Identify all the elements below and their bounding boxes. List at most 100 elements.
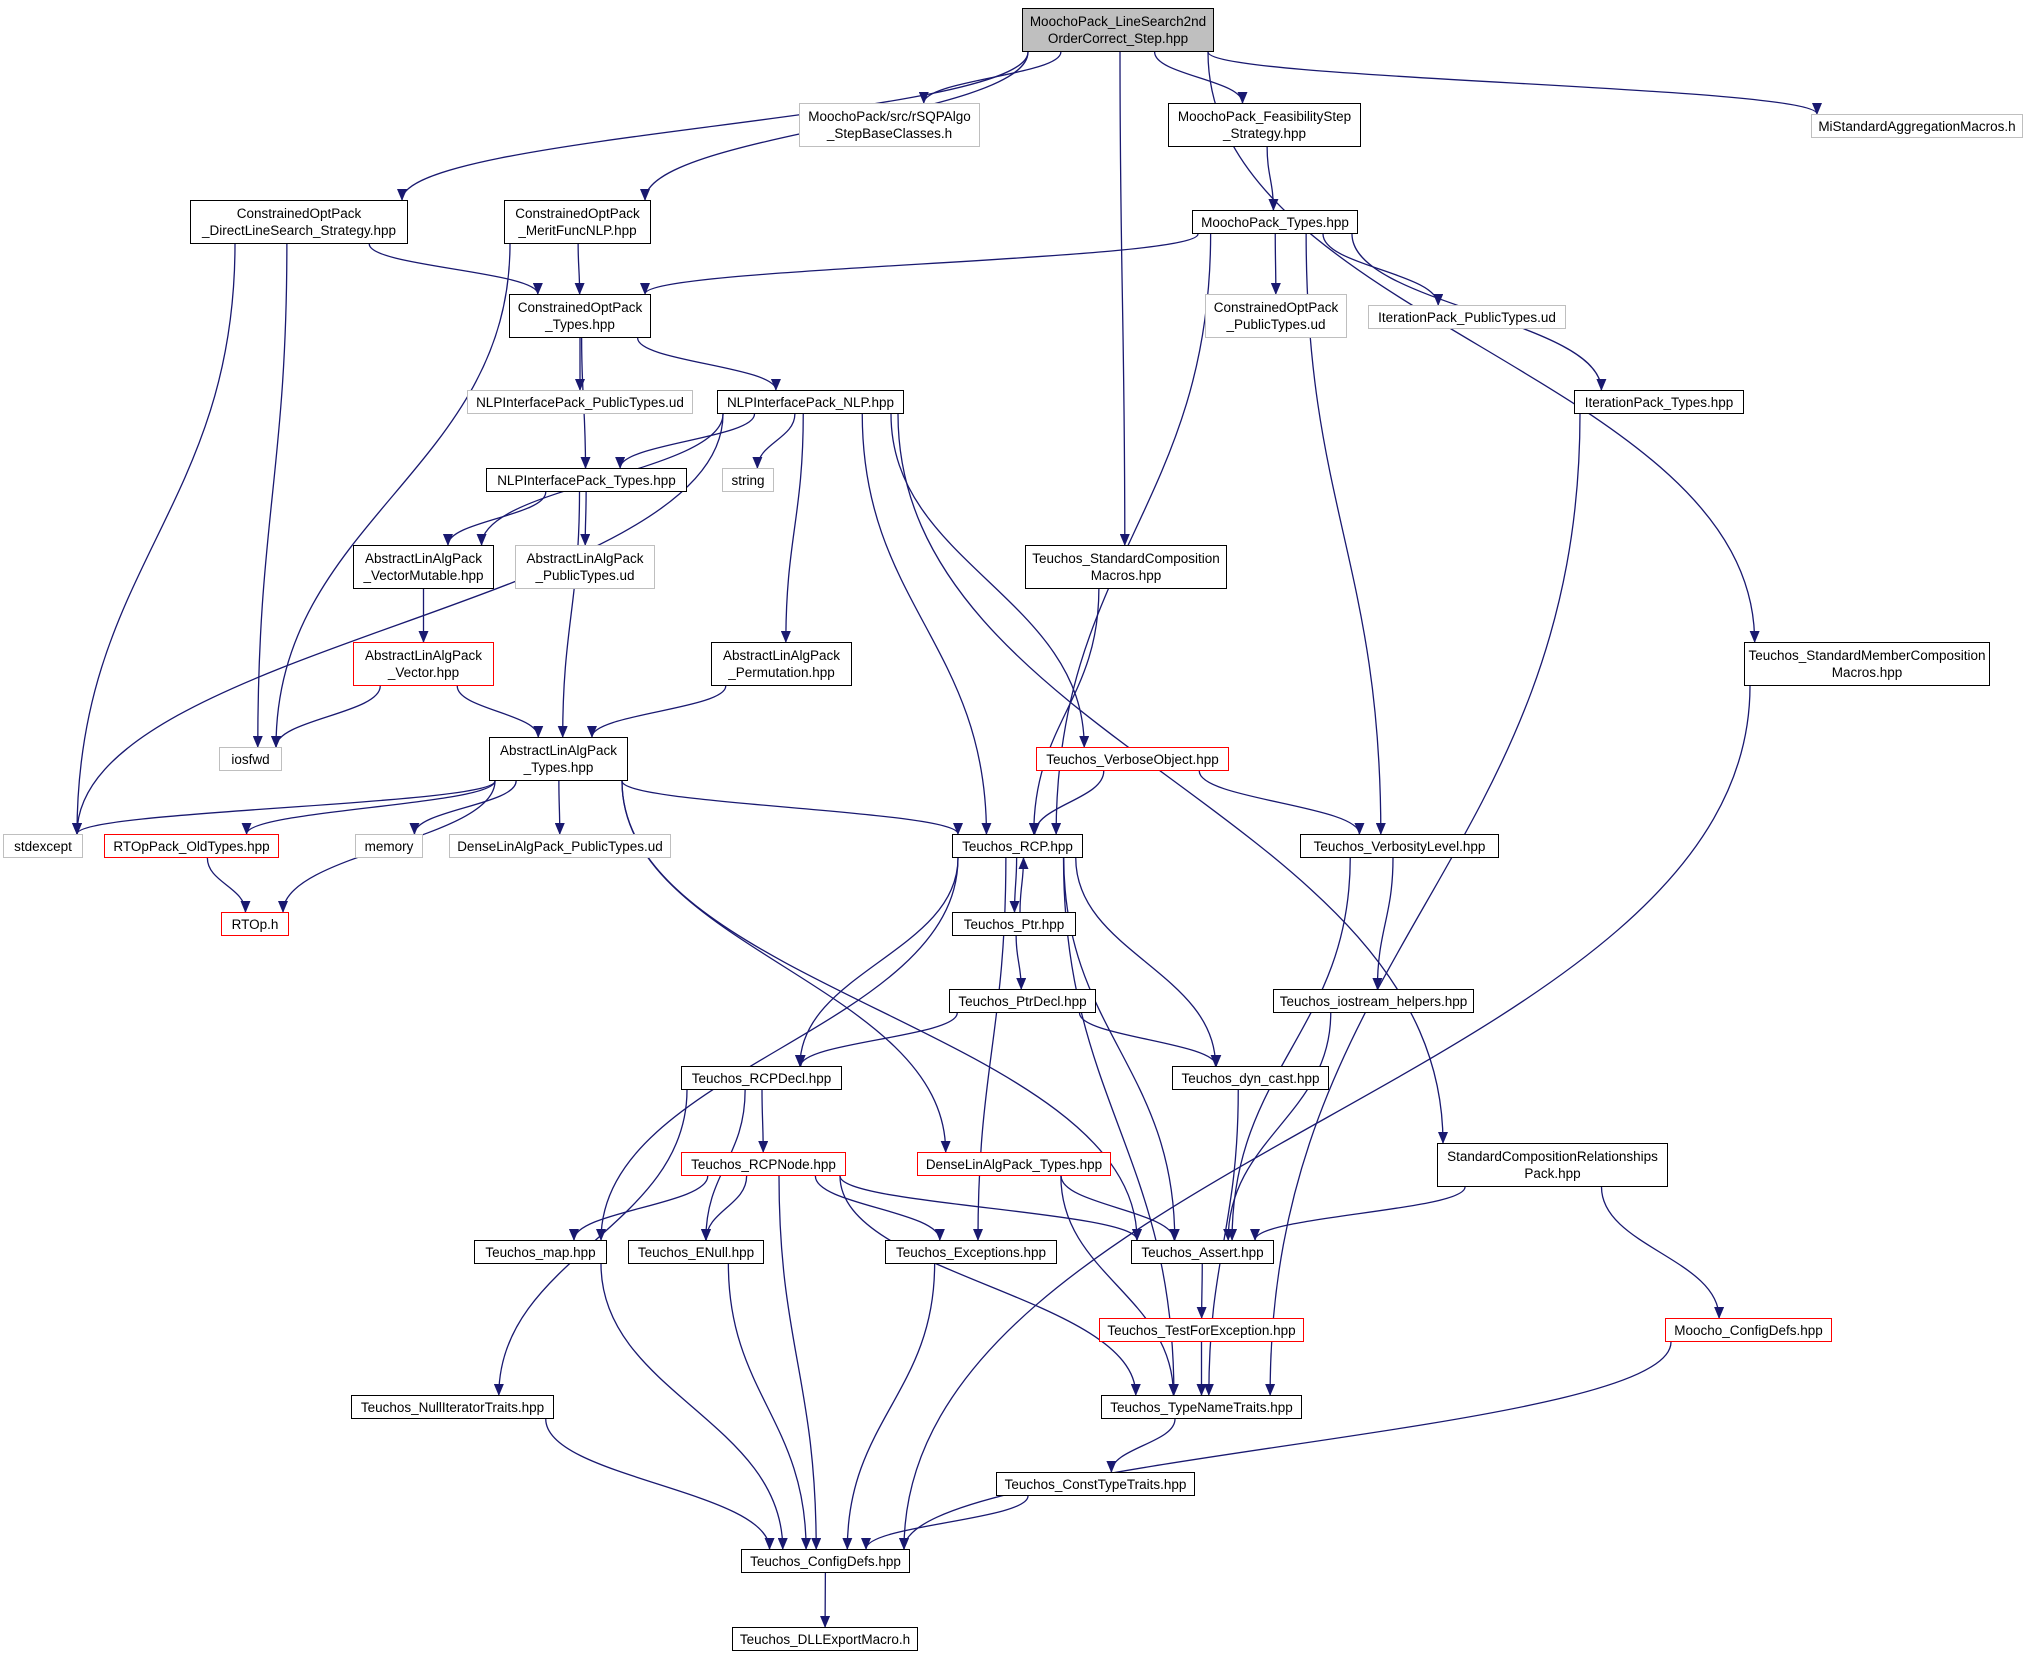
edge-vector-to-iosfwd <box>271 685 381 748</box>
node-test-for-exception[interactable]: Teuchos_TestForException.hpp <box>1099 1318 1304 1342</box>
node-iosfwd[interactable]: iosfwd <box>219 747 282 771</box>
edge-mconfig-to-tconfig <box>899 1341 1672 1550</box>
edge-rcpnode-to-tnt <box>839 1175 1141 1396</box>
node-abstractlinalg-permutation[interactable]: AbstractLinAlgPack _Permutation.hpp <box>711 642 852 686</box>
edge-rcp-to-map <box>596 857 959 1241</box>
edge-assert-to-tfe <box>1196 1263 1207 1319</box>
edge-ittypes-to-tnt <box>1265 413 1581 1396</box>
edge-root-to-feas <box>1153 51 1248 104</box>
node-iostream-helpers[interactable]: Teuchos_iostream_helpers.hpp <box>1273 989 1474 1013</box>
node-teuchos-rcpdecl[interactable]: Teuchos_RCPDecl.hpp <box>681 1066 842 1090</box>
node-denselinalg-types[interactable]: DenseLinAlgPack_Types.hpp <box>917 1152 1111 1176</box>
node-merit-func-nlp[interactable]: ConstrainedOptPack _MeritFuncNLP.hpp <box>504 200 651 244</box>
edge-rcp-to-rcpdecl <box>794 857 959 1067</box>
edge-rcpnode-to-assert <box>839 1175 1142 1241</box>
edge-alatypes-to-rtopold <box>241 780 496 835</box>
node-abstractlinalg-vector[interactable]: AbstractLinAlgPack _Vector.hpp <box>353 642 494 686</box>
edge-nlp-to-verbobj <box>890 413 1090 748</box>
edge-merit-to-iosfwd <box>271 243 511 748</box>
edge-ptrdecl-to-rcpdecl <box>795 1012 958 1067</box>
edge-root-to-miagg <box>1207 51 1822 115</box>
node-iterationpack-types[interactable]: IterationPack_Types.hpp <box>1574 390 1744 414</box>
edge-mtypes-to-itpub <box>1322 233 1444 306</box>
edge-exc-to-tconfig <box>842 1263 936 1550</box>
node-teuchos-map[interactable]: Teuchos_map.hpp <box>474 1240 607 1264</box>
node-dll-export-macro[interactable]: Teuchos_DLLExportMacro.h <box>732 1627 918 1651</box>
edge-nulliter-to-tconfig <box>545 1418 775 1550</box>
node-rsqp-stepbase[interactable]: MoochoPack/src/rSQPAlgo _StepBaseClasses… <box>799 103 980 147</box>
edge-alatypes-to-rcp <box>621 780 963 835</box>
edge-mtypes-to-coptypes <box>640 233 1199 295</box>
node-rtop-h[interactable]: RTOp.h <box>221 912 289 936</box>
edge-alatypes-to-stdexcept <box>72 780 496 835</box>
edge-root-to-dls <box>397 51 1029 201</box>
node-standard-composition-macros[interactable]: Teuchos_StandardComposition Macros.hpp <box>1025 545 1227 589</box>
node-moochopack-types[interactable]: MoochoPack_Types.hpp <box>1192 210 1358 234</box>
node-null-iterator-traits[interactable]: Teuchos_NullIteratorTraits.hpp <box>351 1395 554 1419</box>
edge-scrp-to-mconfig <box>1600 1186 1725 1319</box>
node-verbosity-level[interactable]: Teuchos_VerbosityLevel.hpp <box>1300 834 1499 858</box>
node-nlpinterface-types[interactable]: NLPInterfacePack_Types.hpp <box>486 468 687 492</box>
node-direct-line-search[interactable]: ConstrainedOptPack _DirectLineSearch_Str… <box>190 200 408 244</box>
edge-verblev-to-iohelp <box>1372 857 1394 990</box>
node-mi-aggregation-macros[interactable]: MiStandardAggregationMacros.h <box>1811 114 2023 138</box>
edge-coptypes-to-nlp <box>636 337 781 391</box>
edge-rcpnode-to-enull <box>701 1175 748 1241</box>
node-abstractlinalg-publictypes[interactable]: AbstractLinAlgPack _PublicTypes.ud <box>515 545 655 589</box>
edge-verblev-to-assert <box>1227 857 1351 1241</box>
edge-nlp-to-string <box>752 413 796 469</box>
node-teuchos-rcp[interactable]: Teuchos_RCP.hpp <box>952 834 1083 858</box>
edge-rcp-to-assert <box>1063 857 1180 1241</box>
edge-ptr-to-ptrdecl <box>1015 935 1027 990</box>
edge-rcp-to-tnt <box>1062 857 1179 1396</box>
node-teuchos-dyn-cast[interactable]: Teuchos_dyn_cast.hpp <box>1172 1066 1329 1090</box>
node-nlpinterface-publictypes[interactable]: NLPInterfacePack_PublicTypes.ud <box>467 390 693 414</box>
node-teuchos-exceptions[interactable]: Teuchos_Exceptions.hpp <box>885 1240 1057 1264</box>
node-nlpinterface-nlp[interactable]: NLPInterfacePack_NLP.hpp <box>717 390 904 414</box>
edge-stdmem-to-tconfig <box>899 685 1751 1550</box>
node-teuchos-ptrdecl[interactable]: Teuchos_PtrDecl.hpp <box>949 989 1096 1013</box>
node-string[interactable]: string <box>722 468 774 492</box>
edge-nlp-to-perm <box>780 413 804 643</box>
node-memory[interactable]: memory <box>355 834 423 858</box>
edge-merit-to-coptypes <box>574 243 585 295</box>
node-abstractlinalg-types[interactable]: AbstractLinAlgPack _Types.hpp <box>489 737 628 781</box>
edge-verbobj-to-verblev <box>1198 770 1365 835</box>
edge-feas-to-mtypes <box>1266 146 1279 211</box>
node-teuchos-rcpnode[interactable]: Teuchos_RCPNode.hpp <box>681 1152 846 1176</box>
node-rtoppack-oldtypes[interactable]: RTOpPack_OldTypes.hpp <box>104 834 279 858</box>
node-teuchos-ptr[interactable]: Teuchos_Ptr.hpp <box>952 912 1076 936</box>
node-denselinalg-publictypes[interactable]: DenseLinAlgPack_PublicTypes.ud <box>449 834 671 858</box>
node-root[interactable]: MoochoPack_LineSearch2nd OrderCorrect_St… <box>1022 8 1214 52</box>
node-standard-composition-relationships[interactable]: StandardCompositionRelationships Pack.hp… <box>1437 1143 1668 1187</box>
node-verbose-object[interactable]: Teuchos_VerboseObject.hpp <box>1036 747 1229 771</box>
edge-mtypes-to-copub <box>1270 233 1281 295</box>
edge-dentypes-to-tnt <box>1060 1175 1179 1396</box>
node-feasibility-step[interactable]: MoochoPack_FeasibilityStep _Strategy.hpp <box>1168 103 1361 147</box>
node-vector-mutable[interactable]: AbstractLinAlgPack _VectorMutable.hpp <box>353 545 494 589</box>
edge-scrp-to-assert <box>1250 1186 1466 1241</box>
edge-dls-to-coptypes <box>368 243 543 295</box>
edge-nlp-to-nlptypes <box>615 413 756 469</box>
edge-root-to-stdcomp <box>1119 51 1130 546</box>
node-constrainedopt-types[interactable]: ConstrainedOptPack _Types.hpp <box>509 294 651 338</box>
node-teuchos-configdefs[interactable]: Teuchos_ConfigDefs.hpp <box>741 1549 910 1573</box>
node-moocho-configdefs[interactable]: Moocho_ConfigDefs.hpp <box>1665 1318 1832 1342</box>
node-constrainedopt-publictypes[interactable]: ConstrainedOptPack _PublicTypes.ud <box>1205 294 1347 338</box>
node-iterationpack-publictypes[interactable]: IterationPack_PublicTypes.ud <box>1368 305 1566 329</box>
node-type-name-traits[interactable]: Teuchos_TypeNameTraits.hpp <box>1101 1395 1302 1419</box>
node-standard-member-composition[interactable]: Teuchos_StandardMemberComposition Macros… <box>1744 642 1990 686</box>
edge-ptr-to-rcp <box>1018 857 1029 913</box>
edge-vector-to-alatypes <box>456 685 544 738</box>
edge-nlptypes-to-vecmut <box>442 491 547 546</box>
edge-mtypes-to-rcp <box>1051 233 1212 835</box>
node-teuchos-assert[interactable]: Teuchos_Assert.hpp <box>1131 1240 1274 1264</box>
edge-ptrdecl-to-dyncast <box>1078 1012 1222 1067</box>
edge-nlptypes-to-alapub <box>580 491 591 546</box>
node-stdexcept[interactable]: stdexcept <box>3 834 83 858</box>
edge-rcpnode-to-tconfig <box>778 1175 822 1550</box>
edge-rcpnode-to-map <box>569 1175 709 1241</box>
node-teuchos-enull[interactable]: Teuchos_ENull.hpp <box>628 1240 764 1264</box>
node-const-type-traits[interactable]: Teuchos_ConstTypeTraits.hpp <box>996 1472 1195 1496</box>
